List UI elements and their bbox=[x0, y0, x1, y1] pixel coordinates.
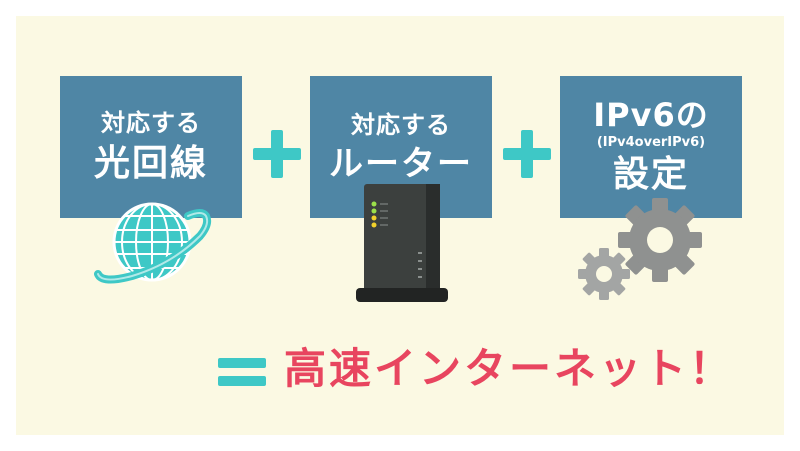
result-text: 高速インターネット！ bbox=[284, 344, 735, 393]
plus-sign-1 bbox=[253, 130, 301, 178]
router-box-line2: ルーター bbox=[329, 144, 473, 184]
equals-sign bbox=[218, 356, 266, 388]
ipv6-box-subtitle: (IPv4overIPv6) bbox=[596, 135, 706, 150]
fiber-box-line2: 光回線 bbox=[93, 143, 208, 184]
fiber-line-box: 対応する 光回線 bbox=[60, 76, 242, 218]
ipv6-settings-box: IPv6の (IPv4overIPv6) 設定 bbox=[560, 76, 742, 218]
wifi-router-icon bbox=[356, 184, 448, 302]
ipv6-box-line2: 設定 bbox=[612, 154, 689, 195]
gears-icon bbox=[578, 198, 702, 300]
fiber-box-line1: 対応する bbox=[101, 109, 201, 137]
router-box-line1: 対応する bbox=[351, 111, 451, 139]
plus-sign-2 bbox=[503, 130, 551, 178]
planet-globe-icon bbox=[94, 202, 212, 284]
ipv6-box-line1: IPv6の bbox=[593, 96, 709, 134]
